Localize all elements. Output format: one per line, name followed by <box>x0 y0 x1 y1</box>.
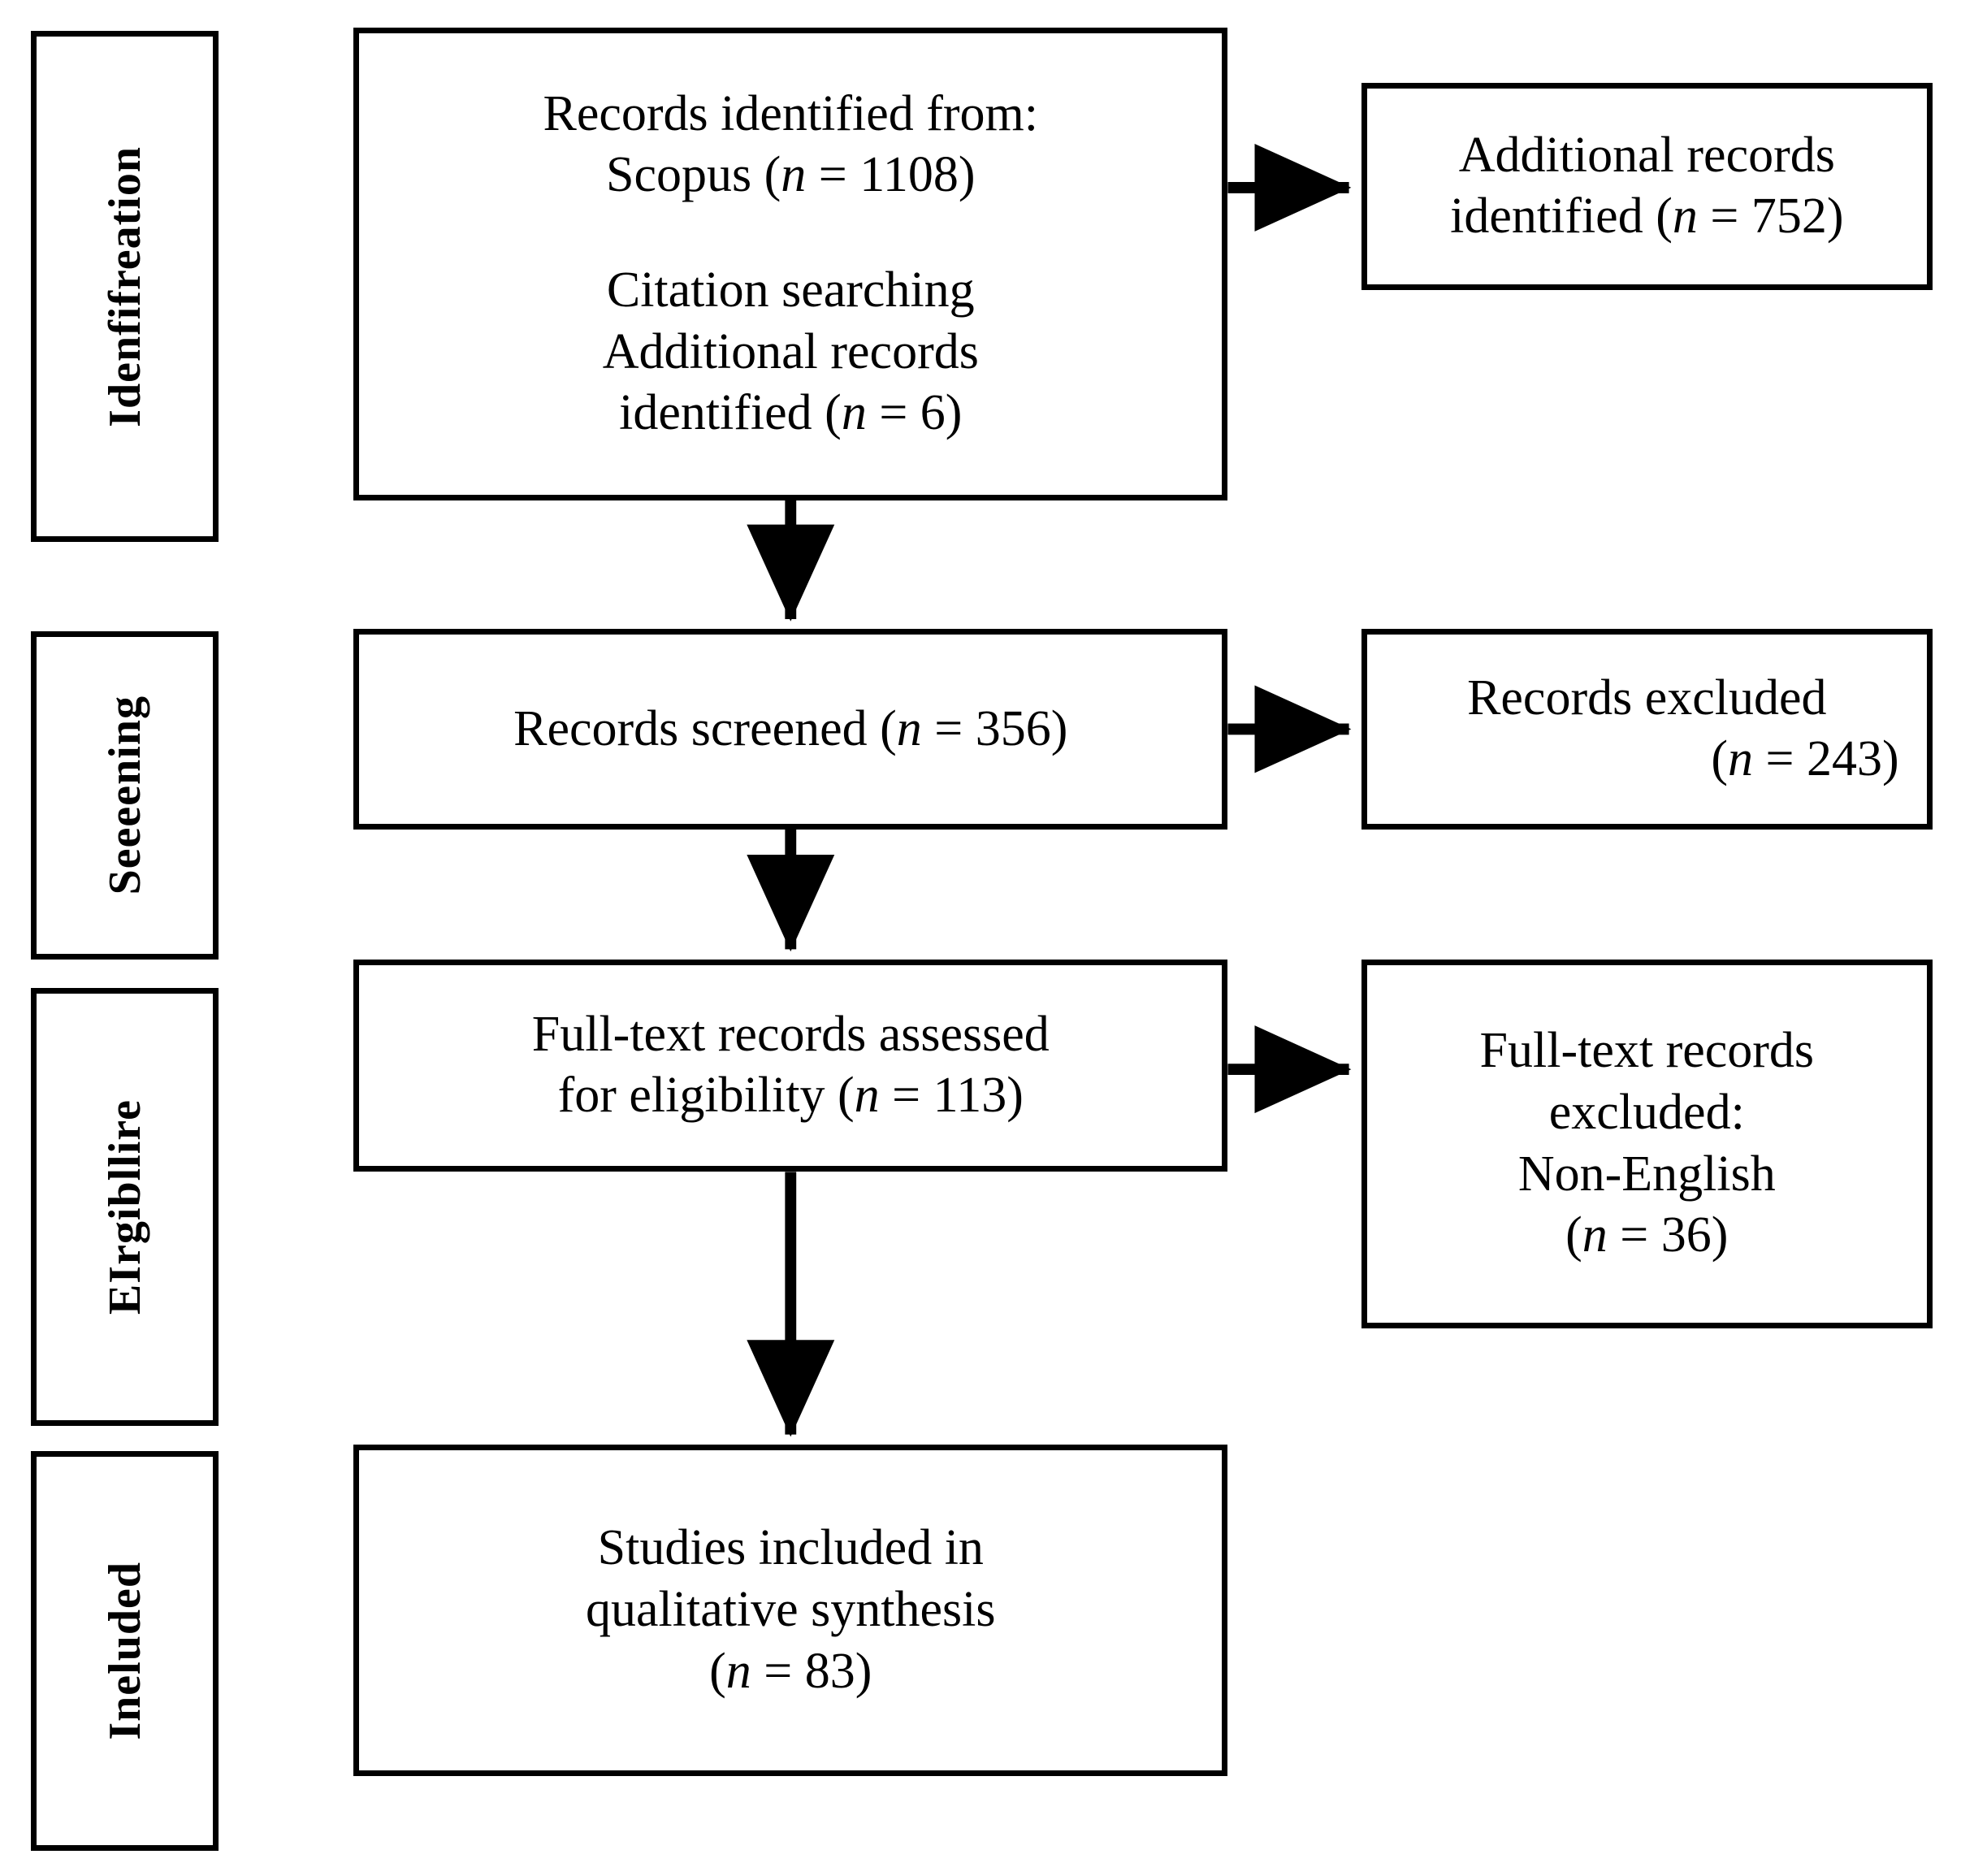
box-line: (n = 243) <box>1711 731 1899 787</box>
stage-box-screening: Seeeening <box>31 631 219 960</box>
box-line: Additional records <box>602 323 979 379</box>
box-line: Scopus (n = 1108) <box>605 147 976 203</box>
box-line: Citation searching <box>606 262 975 318</box>
stage-label-included: Ineluded <box>99 1562 150 1740</box>
box-line: identified (n = 752) <box>1450 188 1844 245</box>
stage-box-eligibility: EIrgibllire <box>31 988 219 1426</box>
box-line: Records excluded <box>1467 669 1827 726</box>
studies-included-box: Studies included in qualitative synthesi… <box>353 1444 1228 1776</box>
box-line: for eligibility (n = 113) <box>557 1068 1024 1124</box>
box-line: identified (n = 6) <box>619 385 963 441</box>
fulltext-assessed-box: Full-text records assessed for eligibili… <box>353 959 1228 1172</box>
records-identified-box: Records identified from: Scopus (n = 110… <box>353 27 1228 500</box>
box-line: Non-English <box>1517 1146 1776 1202</box>
box-line: (n = 36) <box>1565 1207 1729 1263</box>
box-line: qualitative synthesis <box>586 1582 996 1638</box>
stage-label-eligibility: EIrgibllire <box>99 1098 150 1315</box>
count-records-screened: 356 <box>975 700 1051 756</box>
count-citation-additional: 6 <box>920 385 946 441</box>
stage-label-screening: Seeeening <box>99 695 150 895</box>
count-fulltext-excluded: 36 <box>1660 1207 1712 1263</box>
box-line: Full-text records <box>1479 1023 1815 1079</box>
box-line: Records screened (n = 356) <box>513 700 1068 756</box>
stage-box-identification: Idenfifreation <box>31 31 219 542</box>
count-fulltext-assessed: 113 <box>933 1068 1007 1124</box>
box-line: Additional records <box>1458 127 1835 183</box>
count-studies-included: 83 <box>804 1643 855 1699</box>
count-additional-identified: 752 <box>1751 188 1827 245</box>
box-line: excluded: <box>1548 1085 1745 1141</box>
count-records-excluded: 243 <box>1806 731 1882 787</box>
records-excluded-box: Records excluded (n = 243) <box>1361 629 1933 830</box>
fulltext-excluded-box: Full-text records excluded: Non-English … <box>1361 959 1933 1328</box>
count-scopus: 1108 <box>859 147 959 203</box>
stage-label-identification: Idenfifreation <box>99 145 150 427</box>
box-line: (n = 83) <box>709 1643 872 1699</box>
box-line: Records identified from: <box>543 85 1039 141</box>
additional-records-identified-box: Additional records identified (n = 752) <box>1361 82 1933 291</box>
stage-box-included: Ineluded <box>31 1450 219 1852</box>
box-line: Studies included in <box>597 1520 984 1576</box>
records-screened-box: Records screened (n = 356) <box>353 629 1228 830</box>
box-line: Full-text records assessed <box>531 1006 1050 1062</box>
